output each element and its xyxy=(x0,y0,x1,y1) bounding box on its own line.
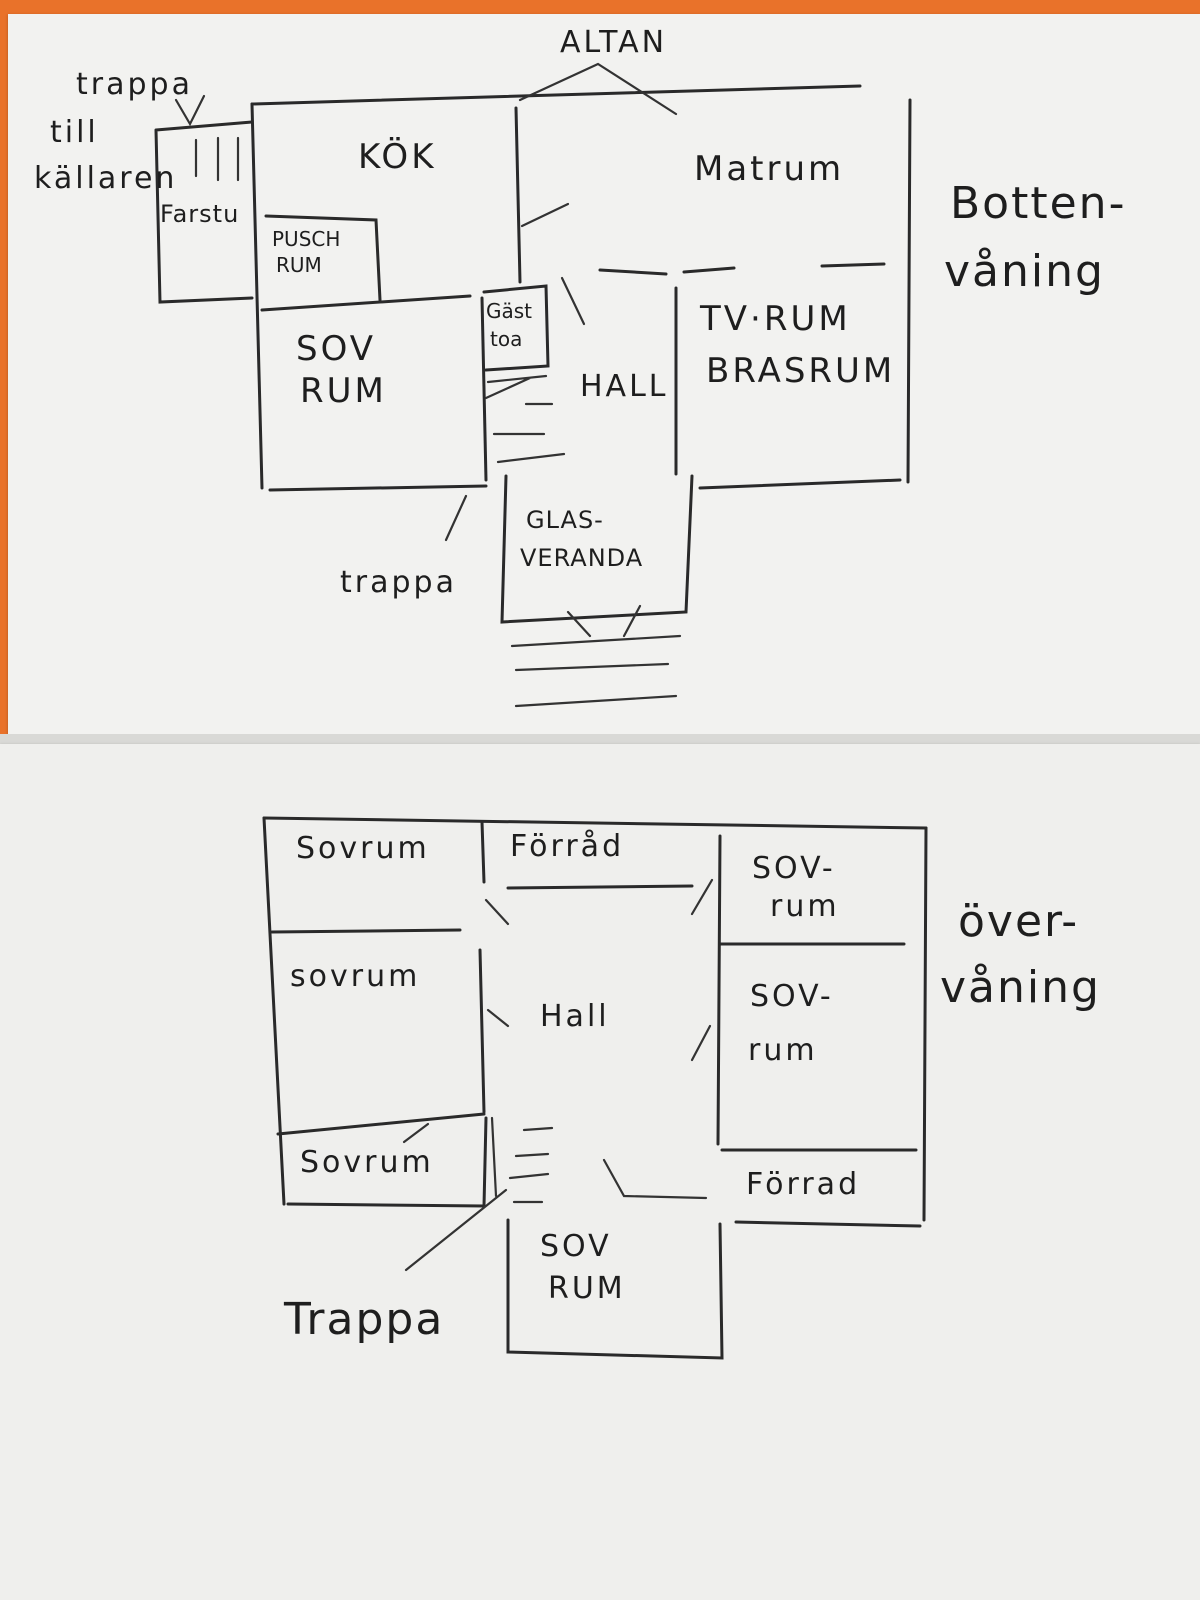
label-hall-ground: HALL xyxy=(580,369,669,404)
wall-sov-right xyxy=(480,296,488,482)
label-trappa-upper: Trappa xyxy=(283,1294,444,1345)
upper-floor-plan: Sovrum Förråd SOV- rum sovrum Hall SOV- … xyxy=(262,816,1101,1360)
door-sovrum-right-top xyxy=(690,878,714,916)
wall-kok-sov xyxy=(260,294,472,312)
label-sovrum-b: sovrum xyxy=(290,959,420,994)
upper-wall-left xyxy=(262,816,286,1206)
wall-sovrum-a-bottom xyxy=(270,928,462,934)
paper-sheet-ground-floor xyxy=(8,14,1200,734)
veranda-walls xyxy=(500,474,694,624)
label-farstu: Farstu xyxy=(160,200,239,228)
wall-kok-matrum xyxy=(514,106,522,284)
door-sov-bottom xyxy=(602,1158,708,1200)
door-sovrum-right-mid xyxy=(690,1024,712,1062)
title-upper-line1: över- xyxy=(958,896,1079,947)
ground-wall-bottom-right xyxy=(698,478,902,490)
gasttoa-walls xyxy=(482,284,550,372)
door-sovrum-a xyxy=(484,898,510,926)
title-ground-line2: våning xyxy=(944,246,1105,297)
wall-sovrum-a-right xyxy=(480,820,486,884)
label-sov-bottom-2: RUM xyxy=(548,1271,626,1306)
upper-wall-top xyxy=(262,816,928,830)
farstu-stair-lines xyxy=(194,136,240,182)
label-gasttoa-line2: toa xyxy=(490,327,522,351)
label-pusch-line1: PUSCH xyxy=(272,227,340,251)
label-sov-line2: RUM xyxy=(300,371,387,411)
pusch-walls xyxy=(264,214,382,302)
label-forrad-bottom: Förrad xyxy=(746,1167,860,1202)
label-trappa-ground: trappa xyxy=(340,565,457,600)
wall-right-rooms-left xyxy=(716,834,722,1146)
label-sov-line1: SOV xyxy=(296,329,376,369)
label-pusch-line2: RUM xyxy=(276,253,322,277)
ground-wall-right xyxy=(906,98,912,484)
wall-sov-bottom xyxy=(506,1218,724,1360)
label-altan: ALTAN xyxy=(560,25,667,60)
ground-floor-plan: ALTAN KÖK Matrum Farstu PUSCH RUM SOV RU… xyxy=(34,25,1126,708)
trappa-leader-upper xyxy=(404,1188,508,1272)
wall-sovrum-b-right xyxy=(478,948,486,1114)
ground-stair-lines xyxy=(484,374,566,464)
label-sovrum-right-mid-2: rum xyxy=(748,1033,818,1068)
veranda-door-lines xyxy=(566,604,642,638)
wall-matrum-bottom xyxy=(598,262,886,276)
kallare-arrow xyxy=(174,94,206,127)
altan-marker xyxy=(518,62,678,116)
label-sovrum-right-top-1: SOV- xyxy=(752,851,836,886)
label-tv-line2: BRASRUM xyxy=(706,351,895,391)
ground-wall-bottom-left xyxy=(268,484,488,492)
label-trappa-kallare-3: källaren xyxy=(34,161,177,196)
wall-sovrum-b-bottom xyxy=(276,1112,486,1136)
title-ground-line1: Botten- xyxy=(950,178,1126,229)
wall-sovrum-c xyxy=(286,1116,488,1208)
label-sov-bottom-1: SOV xyxy=(540,1229,612,1264)
label-sovrum-c: Sovrum xyxy=(300,1145,434,1180)
sovrum-c-mark xyxy=(402,1122,430,1144)
label-trappa-kallare-2: till xyxy=(50,115,99,150)
label-hall-upper: Hall xyxy=(540,999,610,1034)
upper-stair-lines xyxy=(490,1116,554,1204)
door-sovrum-b xyxy=(486,1008,510,1028)
door-kok-matrum xyxy=(520,202,570,228)
trappa-leader-ground xyxy=(444,494,468,542)
label-glas-line1: GLAS- xyxy=(526,506,604,534)
door-gasttoa xyxy=(560,276,586,326)
sheet-gap xyxy=(0,734,1200,744)
veranda-steps xyxy=(510,634,682,708)
wall-forrad-top-bottom xyxy=(506,884,694,890)
farstu-walls xyxy=(154,120,254,304)
label-gasttoa-line1: Gäst xyxy=(486,299,532,323)
label-forrad-top: Förråd xyxy=(510,829,624,864)
label-trappa-kallare-1: trappa xyxy=(76,67,193,102)
label-sovrum-a: Sovrum xyxy=(296,831,430,866)
label-sovrum-right-mid-1: SOV- xyxy=(750,979,834,1014)
ground-wall-left xyxy=(250,102,264,490)
label-glas-line2: VERANDA xyxy=(520,544,643,572)
ground-wall-top xyxy=(250,84,862,106)
label-matrum: Matrum xyxy=(694,149,844,189)
title-upper-line2: våning xyxy=(940,962,1101,1013)
wall-forrad-bottom xyxy=(734,1220,922,1228)
label-sovrum-right-top-2: rum xyxy=(770,889,840,924)
upper-wall-right xyxy=(922,826,928,1222)
label-kok: KÖK xyxy=(358,136,437,177)
label-tv-line1: TV·RUM xyxy=(699,299,851,339)
